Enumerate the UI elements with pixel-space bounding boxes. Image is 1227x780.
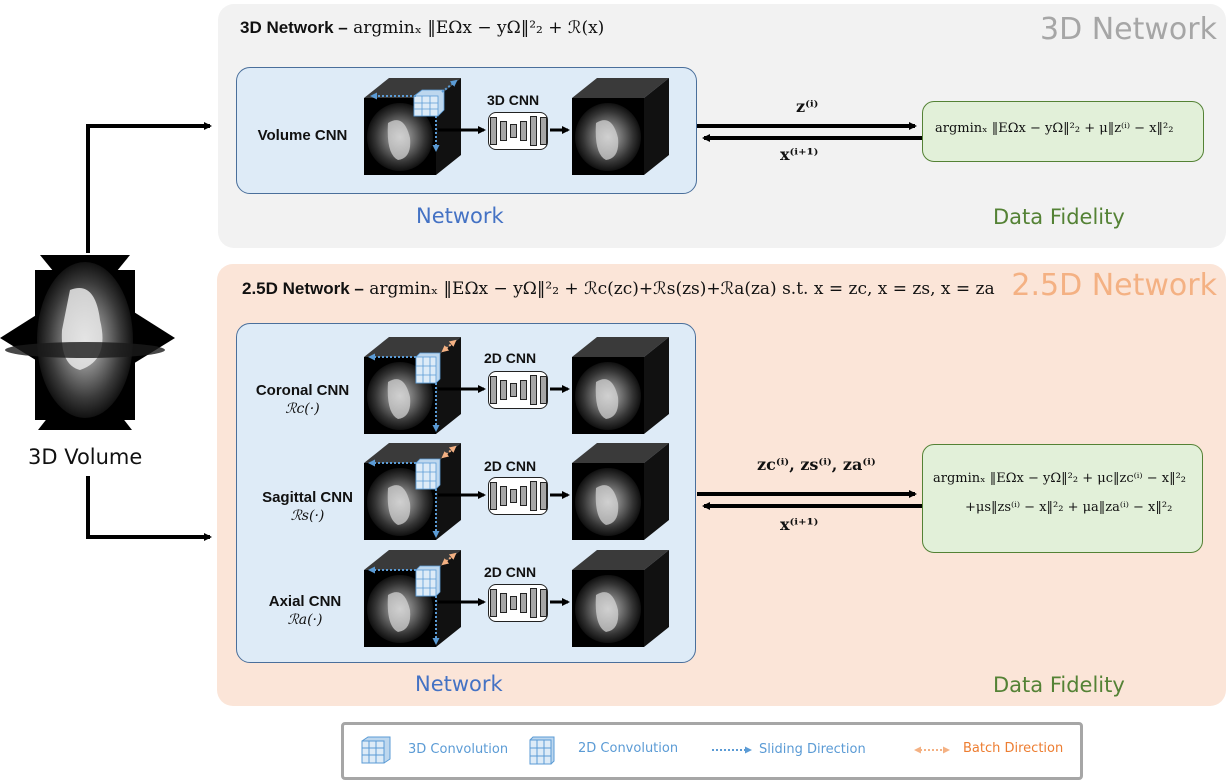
3d-network-label: Network	[416, 204, 504, 228]
cnn-layer-bar	[489, 376, 497, 404]
cnn-layer-bar	[509, 383, 517, 397]
cnn-name: Coronal CNN	[255, 382, 350, 399]
dotted-double-arrow-icon	[914, 746, 950, 754]
legend-sliding-direction-label: Sliding Direction	[759, 742, 866, 757]
cnn-name: Volume CNN	[257, 127, 348, 144]
cnn-layer-bar	[529, 116, 537, 146]
cnn-layer-bar	[509, 489, 517, 503]
coronal-cnn-block-icon	[488, 371, 548, 409]
2d-convolution-grid-icon	[529, 736, 555, 765]
cnn-layer-bar	[539, 482, 547, 510]
2-5d-network-header-label: 2.5D Network –	[242, 279, 364, 298]
sagittal-input-cube-icon	[364, 443, 461, 540]
coronal-2d-cnn-tag: 2D CNN	[484, 350, 537, 366]
cnn-layer-bar	[519, 486, 527, 506]
cnn-layer-bar	[519, 593, 527, 613]
legend: 3D Convolution 2D Convolution Sliding Di…	[341, 722, 1083, 780]
coronal-output-cube-icon	[572, 337, 669, 434]
input-to-2-5d-arrow	[86, 476, 212, 541]
2-5d-objective-formula: argminₓ ‖EΩx − yΩ‖²₂ + ℛc(zc)+ℛs(zs)+ℛa(…	[369, 279, 995, 299]
2-5d-fidelity-formula-line2: +μs‖zs⁽ⁱ⁾ − x‖²₂ + μa‖za⁽ⁱ⁾ − x‖²₂	[965, 500, 1173, 515]
axial-input-cube-icon	[364, 550, 461, 647]
cnn-layer-bar	[499, 380, 507, 400]
legend-3d-convolution-label: 3D Convolution	[408, 742, 509, 757]
legend-2d-convolution-label: 2D Convolution	[578, 741, 679, 756]
3d-fidelity-box: argminₓ ‖EΩx − yΩ‖²₂ + μ‖z⁽ⁱ⁾ − x‖²₂	[922, 101, 1204, 162]
3d-network-corner-title: 3D Network	[1040, 12, 1217, 47]
3d-fidelity-formula: argminₓ ‖EΩx − yΩ‖²₂ + μ‖z⁽ⁱ⁾ − x‖²₂	[935, 121, 1174, 136]
3d-volume-image	[0, 255, 175, 430]
sagittal-output-cube-icon	[572, 443, 669, 540]
3d-cnn-tag: 3D CNN	[487, 92, 540, 108]
cnn-operator: ℛa(·)	[287, 612, 323, 628]
2-5d-forward-label: zc⁽ⁱ⁾, zs⁽ⁱ⁾, za⁽ⁱ⁾	[757, 455, 876, 474]
2-5d-backward-label: x⁽ⁱ⁺¹⁾	[780, 515, 819, 534]
cnn-layer-bar	[489, 482, 497, 510]
3d-volume-label: 3D Volume	[28, 445, 143, 469]
axial-cnn-block-icon	[488, 584, 548, 622]
cnn-layer-bar	[489, 589, 497, 617]
2-5d-network-objective: 2.5D Network – argminₓ ‖EΩx − yΩ‖²₂ + ℛc…	[242, 279, 995, 299]
input-to-3d-arrow	[86, 122, 212, 253]
axial-2d-cnn-tag: 2D CNN	[484, 564, 537, 580]
3d-convolution-cube-icon	[361, 736, 391, 764]
3d-forward-label: z⁽ⁱ⁾	[796, 97, 819, 116]
axial-cnn-label: Axial CNN ℛa(·)	[245, 592, 365, 630]
batch-arrow	[441, 552, 457, 566]
2-5d-fidelity-box: argminₓ ‖EΩx − yΩ‖²₂ + μc‖zc⁽ⁱ⁾ − x‖²₂ +…	[922, 444, 1203, 553]
batch-arrow	[441, 339, 457, 353]
volume-cnn-block-icon	[488, 112, 548, 150]
cnn-operator: ℛs(·)	[290, 508, 325, 524]
cnn-layer-bar	[539, 376, 547, 404]
3d-data-fidelity-label: Data Fidelity	[993, 205, 1125, 229]
cnn-layer-bar	[539, 589, 547, 617]
2-5d-network-label: Network	[415, 672, 503, 696]
3d-network-objective: 3D Network – argminₓ ‖EΩx − yΩ‖²₂ + ℛ(x)	[240, 18, 604, 38]
cnn-layer-bar	[529, 375, 537, 405]
dotted-arrow-icon	[712, 746, 752, 754]
cnn-name: Sagittal CNN	[262, 489, 353, 506]
cnn-layer-bar	[499, 121, 507, 141]
cnn-name: Axial CNN	[268, 593, 342, 610]
cnn-layer-bar	[529, 481, 537, 511]
coronal-input-cube-icon	[364, 337, 461, 434]
2-5d-fidelity-formula-line1: argminₓ ‖EΩx − yΩ‖²₂ + μc‖zc⁽ⁱ⁾ − x‖²₂	[933, 471, 1187, 486]
batch-arrow	[441, 445, 457, 459]
cnn-layer-bar	[509, 124, 517, 138]
sagittal-2d-cnn-tag: 2D CNN	[484, 458, 537, 474]
3d-objective-formula: argminₓ ‖EΩx − yΩ‖²₂ + ℛ(x)	[353, 18, 605, 38]
cnn-operator: ℛc(·)	[285, 401, 320, 417]
2-5d-data-fidelity-label: Data Fidelity	[993, 673, 1125, 697]
3d-network-header-label: 3D Network –	[240, 18, 348, 37]
cnn-layer-bar	[519, 380, 527, 400]
sliding-arrow-up	[441, 79, 458, 93]
volume-input-cube-icon	[364, 78, 461, 175]
axial-output-cube-icon	[572, 550, 669, 647]
sagittal-cnn-block-icon	[488, 477, 548, 515]
3d-backward-label: x⁽ⁱ⁺¹⁾	[780, 145, 819, 164]
cnn-layer-bar	[489, 117, 497, 145]
cnn-layer-bar	[509, 596, 517, 610]
cnn-layer-bar	[529, 588, 537, 618]
sagittal-cnn-label: Sagittal CNN ℛs(·)	[245, 488, 370, 526]
2-5d-network-corner-title: 2.5D Network	[1011, 268, 1217, 303]
cnn-layer-bar	[499, 593, 507, 613]
volume-cnn-label: Volume CNN	[250, 126, 355, 145]
volume-output-cube-icon	[572, 78, 669, 175]
coronal-cnn-label: Coronal CNN ℛc(·)	[245, 381, 360, 419]
legend-batch-direction-label: Batch Direction	[963, 741, 1064, 756]
cnn-layer-bar	[519, 121, 527, 141]
cnn-layer-bar	[539, 117, 547, 145]
cnn-layer-bar	[499, 486, 507, 506]
